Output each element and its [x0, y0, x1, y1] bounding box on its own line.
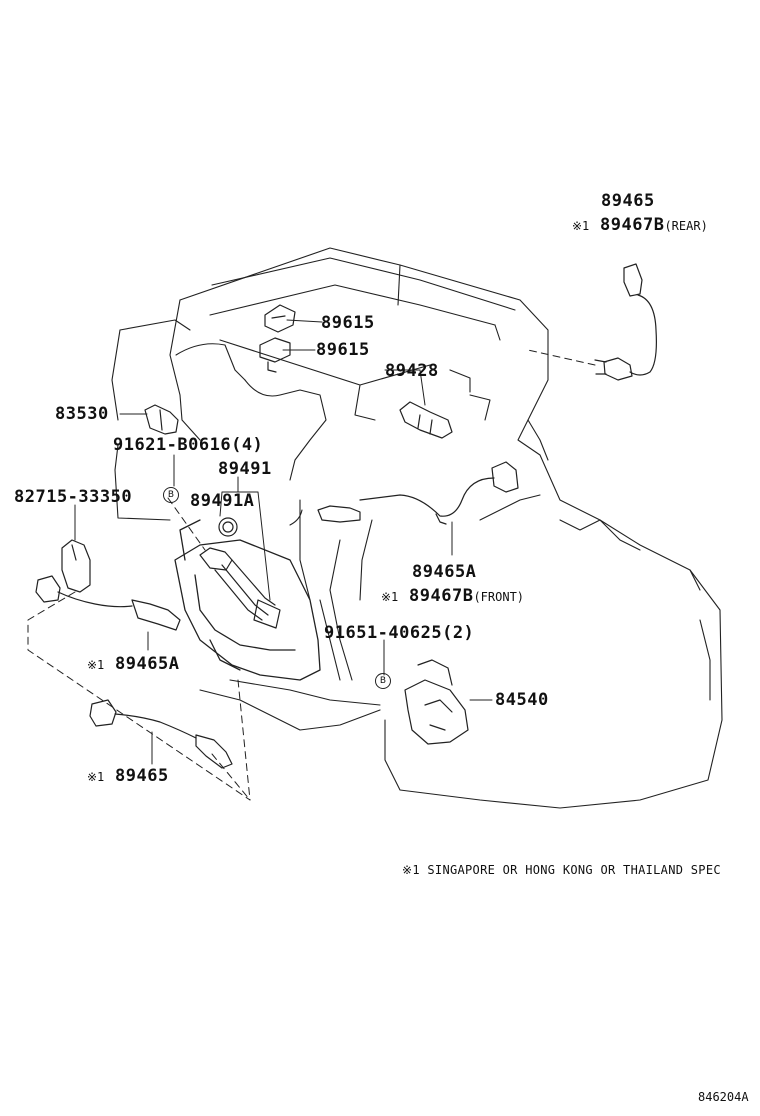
label-91651: 91651-40625(2) [324, 623, 475, 643]
bolt-b-marker: B [163, 487, 179, 503]
label-89491: 89491 [218, 459, 272, 479]
spec-mark: ※1 [572, 219, 590, 233]
label-89428: 89428 [385, 361, 439, 381]
neutral-switch-part [404, 659, 469, 745]
spec-mark: ※1 [381, 590, 399, 604]
figure-code: 846204A [698, 1090, 749, 1104]
engine-block-outline [111, 247, 723, 809]
exhaust-manifold [174, 519, 321, 681]
knock-sensor-parts [259, 304, 296, 373]
label-91621: 91621-B0616(4) [113, 435, 264, 455]
dashed-lines [27, 349, 596, 801]
manifold-af-sensor [199, 517, 281, 629]
bracket-part [61, 539, 91, 593]
front-oxygen-sensor [317, 461, 519, 525]
label-82715: 82715-33350 [14, 487, 133, 507]
label-89615-b: 89615 [316, 340, 370, 360]
label-89465a-mid: 89465A [412, 562, 477, 582]
label-89467b-front: ※1 89467B(FRONT) [381, 586, 524, 607]
oil-pressure-switch-part [144, 404, 179, 435]
label-89467b-rear: ※1 89467B(REAR) [572, 215, 708, 236]
temp-sensor-part [399, 401, 453, 439]
front-note: (FRONT) [473, 590, 525, 604]
spec-footnote: ※1 SINGAPORE OR HONG KONG OR THAILAND SP… [402, 863, 721, 877]
part-number: 89465A [115, 654, 180, 674]
leader-lines [74, 319, 493, 765]
label-89491a: 89491A [190, 491, 255, 511]
rear-oxygen-sensor [594, 263, 657, 381]
rear-note: (REAR) [664, 219, 708, 233]
spec-mark: ※1 [87, 770, 105, 784]
label-83530: 83530 [55, 404, 109, 424]
part-number: 89467B [409, 586, 474, 606]
label-89615-a: 89615 [321, 313, 375, 333]
left-oxygen-sensor-a [35, 575, 181, 631]
label-89465-left: ※1 89465 [87, 766, 169, 787]
label-89465-top: 89465 [601, 191, 655, 211]
label-89465a-left: ※1 89465A [87, 654, 179, 675]
label-84540: 84540 [495, 690, 549, 710]
bolt-b-marker: B [375, 673, 391, 689]
part-number: 89465 [115, 766, 169, 786]
part-number: 89467B [600, 215, 665, 235]
left-oxygen-sensor [89, 699, 233, 769]
spec-mark: ※1 [87, 658, 105, 672]
